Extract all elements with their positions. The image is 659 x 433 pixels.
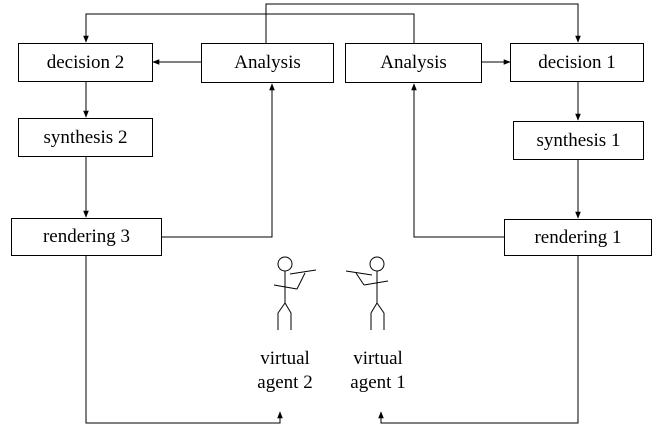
decision-1-box: decision 1 bbox=[510, 43, 644, 82]
arrow-rendering-1-to-analysis-right bbox=[411, 83, 504, 238]
virtual-agent-2-line2: agent 2 bbox=[257, 372, 313, 393]
virtual-agent-2-line1: virtual bbox=[260, 348, 310, 369]
arrow-rendering-3-to-agent-2 bbox=[85, 256, 283, 424]
decision-2-box: decision 2 bbox=[18, 43, 153, 82]
arrow-top-to-decision-2 bbox=[83, 13, 415, 43]
arrow-rendering-1-to-agent-1 bbox=[378, 256, 579, 424]
rendering-1-box: rendering 1 bbox=[504, 219, 652, 256]
virtual-agent-1-line2: agent 1 bbox=[350, 372, 406, 393]
rendering-3-box: rendering 3 bbox=[11, 218, 162, 256]
virtual-agent-1-figure bbox=[345, 256, 389, 330]
analysis-right-box: Analysis bbox=[345, 43, 482, 83]
synthesis-1-box: synthesis 1 bbox=[513, 121, 644, 160]
arrow-rendering-3-to-analysis-left bbox=[162, 83, 275, 238]
analysis-left-box: Analysis bbox=[201, 43, 334, 83]
synthesis-2-box: synthesis 2 bbox=[18, 118, 153, 157]
virtual-agent-1-line1: virtual bbox=[353, 348, 403, 369]
virtual-agent-2-figure bbox=[273, 256, 317, 330]
virtual-agent-1-label: virtual agent 1 bbox=[329, 347, 427, 395]
arrow-top-to-decision-1 bbox=[265, 3, 581, 43]
virtual-agent-2-label: virtual agent 2 bbox=[236, 347, 334, 395]
